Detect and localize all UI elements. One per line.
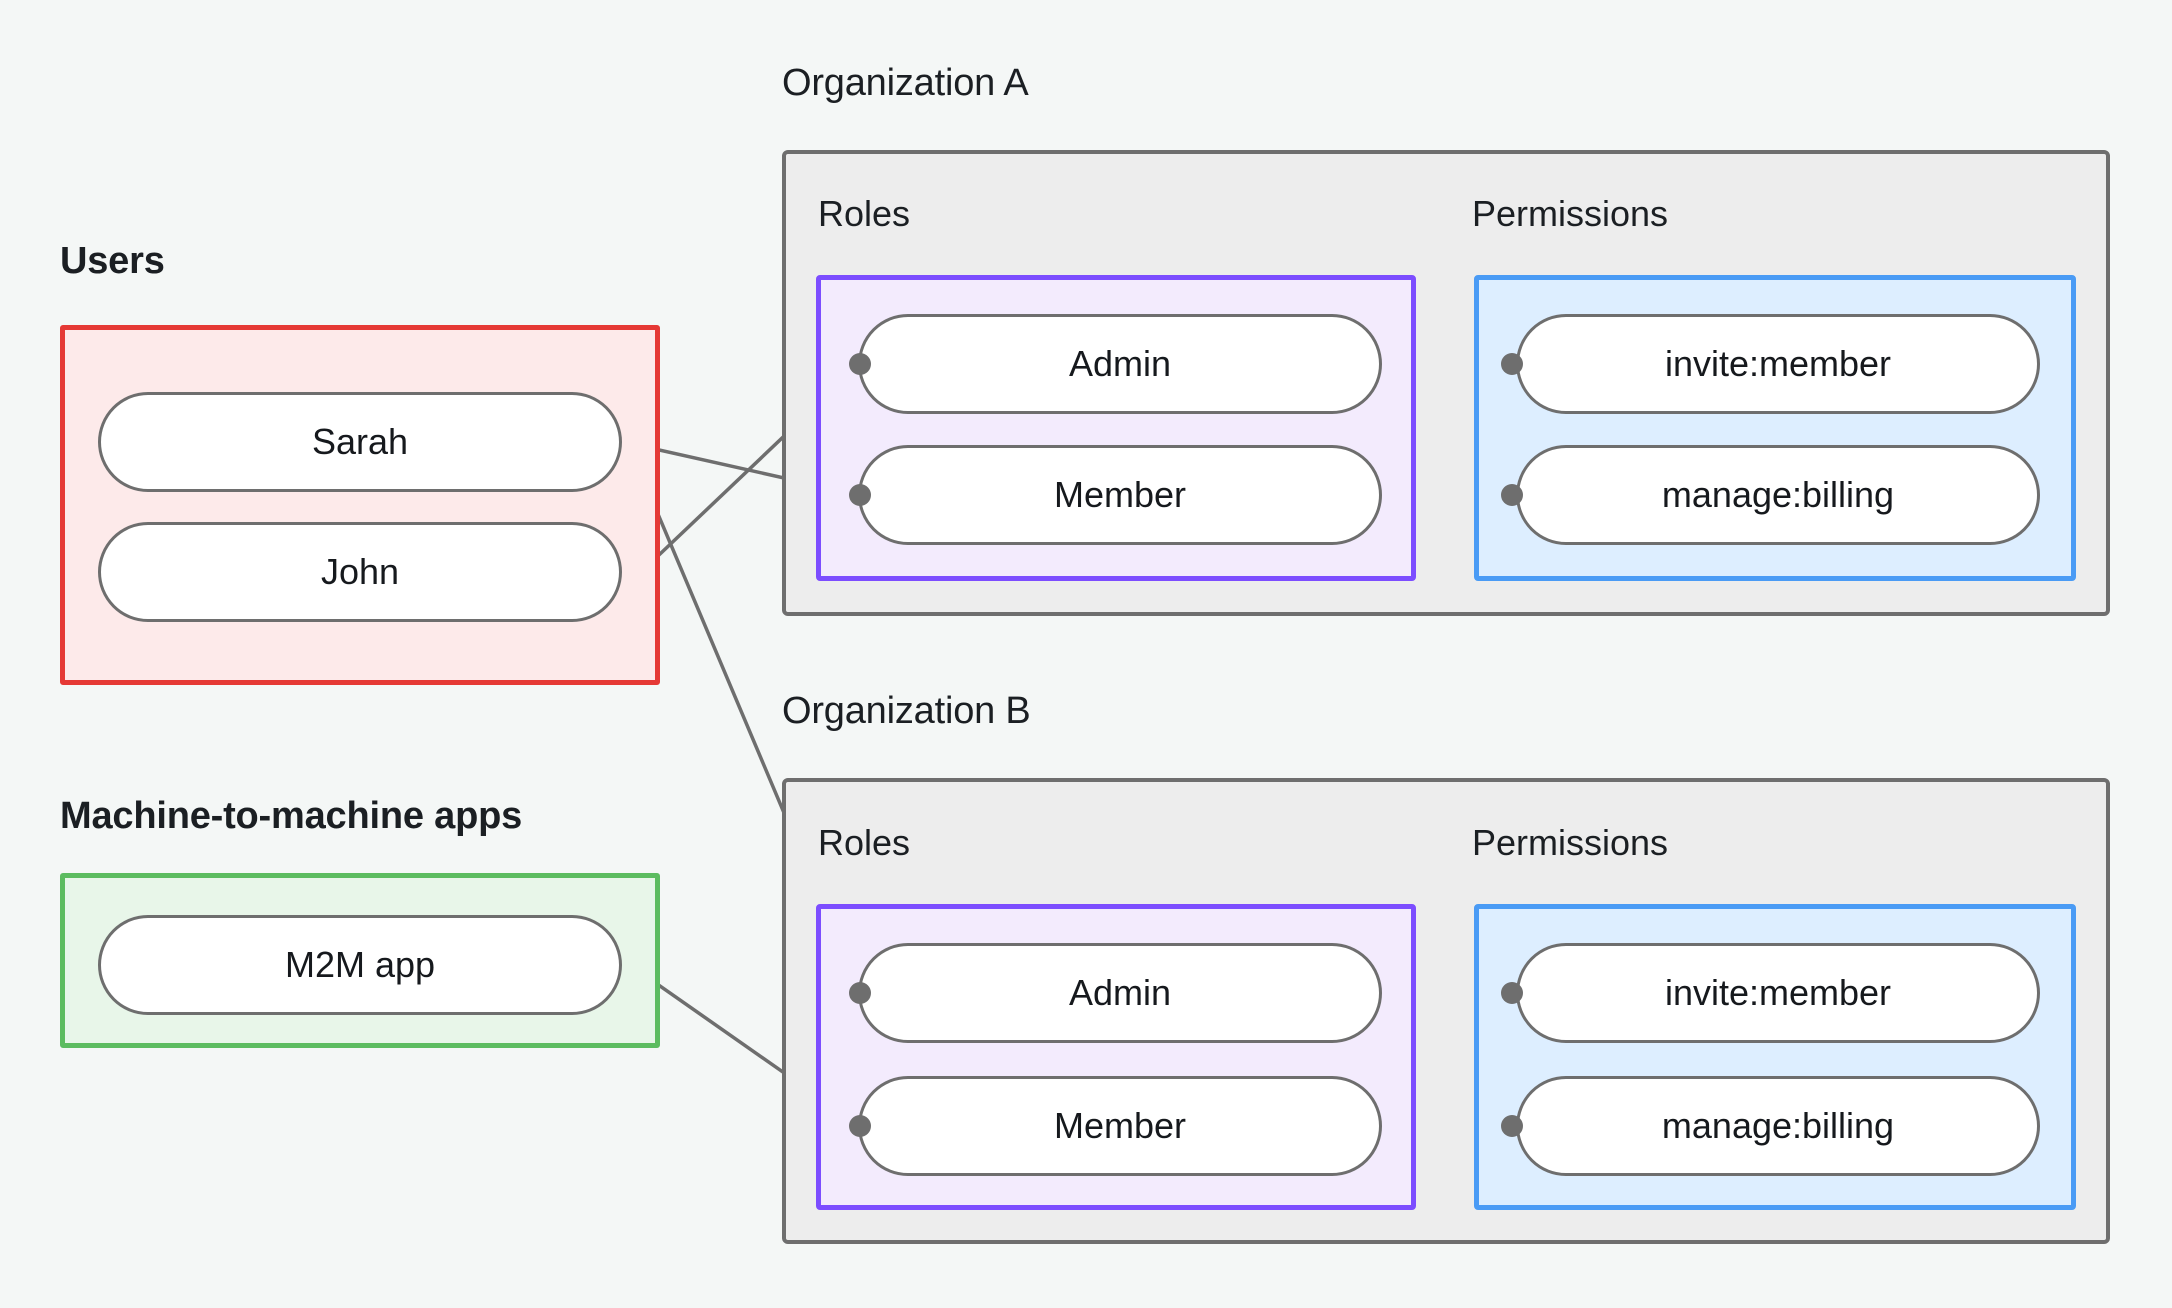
org-b-roles-title: Roles [818, 822, 911, 863]
endpoint-dot-orgB-admin-in [849, 982, 871, 1004]
endpoint-dot-orgA-billing-in [1501, 484, 1523, 506]
endpoint-dot-orgA-admin-in [849, 353, 871, 375]
endpoint-dot-orgB-member-in [849, 1115, 871, 1137]
org-b-role-node-admin-label: Admin [1068, 972, 1172, 1013]
org-a-permission-node-manage-billing[interactable]: manage:billing [1516, 445, 2040, 545]
org-b-role-node-member-label: Member [1053, 1105, 1187, 1146]
users-title: Users [60, 240, 165, 282]
org-b-role-node-admin[interactable]: Admin [858, 943, 1382, 1043]
m2m-node-app-label: M2M app [284, 944, 436, 985]
m2m-node-app[interactable]: M2M app [98, 915, 622, 1015]
user-node-sarah-label: Sarah [311, 421, 409, 462]
org-a-title: Organization A [782, 62, 1029, 104]
users-container [60, 325, 660, 685]
org-b-permissions-title: Permissions [1472, 822, 1669, 863]
org-b-permission-node-invite-member[interactable]: invite:member [1516, 943, 2040, 1043]
org-b-permission-node-manage-billing-label: manage:billing [1661, 1105, 1895, 1146]
org-a-roles-title: Roles [818, 193, 911, 234]
org-a-permission-node-invite-member-label: invite:member [1664, 343, 1892, 384]
user-node-sarah[interactable]: Sarah [98, 392, 622, 492]
user-node-john[interactable]: John [98, 522, 622, 622]
org-a-permission-node-manage-billing-label: manage:billing [1661, 474, 1895, 515]
endpoint-dot-orgB-billing-in [1501, 1115, 1523, 1137]
endpoint-dot-orgA-invite-in [1501, 353, 1523, 375]
org-b-permission-node-manage-billing[interactable]: manage:billing [1516, 1076, 2040, 1176]
org-b-permission-node-invite-member-label: invite:member [1664, 972, 1892, 1013]
endpoint-dot-orgA-member-in [849, 484, 871, 506]
org-a-role-node-member-label: Member [1053, 474, 1187, 515]
user-node-john-label: John [320, 551, 400, 592]
org-a-permission-node-invite-member[interactable]: invite:member [1516, 314, 2040, 414]
org-b-title: Organization B [782, 690, 1031, 732]
org-a-role-node-admin-label: Admin [1068, 343, 1172, 384]
org-a-role-node-member[interactable]: Member [858, 445, 1382, 545]
endpoint-dot-orgB-invite-in [1501, 982, 1523, 1004]
m2m-title: Machine-to-machine apps [60, 795, 523, 837]
org-a-permissions-title: Permissions [1472, 193, 1669, 234]
